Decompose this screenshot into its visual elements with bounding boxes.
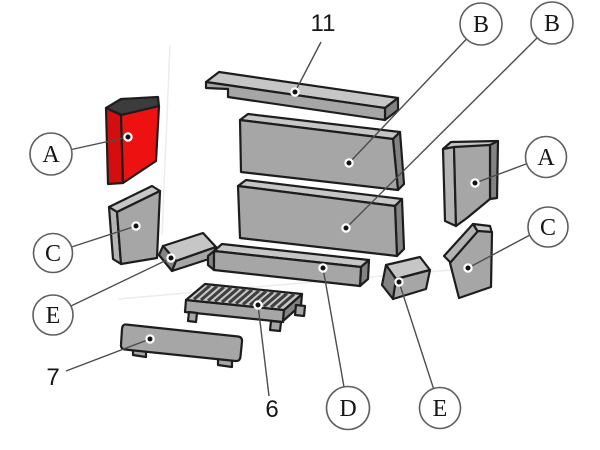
callout-label: A <box>537 145 555 171</box>
callout-circle <box>325 385 371 431</box>
leader-dot <box>394 277 404 287</box>
callout-circle <box>32 232 74 274</box>
block-front-face <box>170 245 218 273</box>
callouts: 11 B B A A C C E <box>29 1 574 431</box>
leader-dot <box>123 132 133 142</box>
callout-label: 7 <box>46 364 59 391</box>
part-grate <box>183 282 307 333</box>
leader-c-right <box>467 234 531 269</box>
callout-circle <box>524 135 568 179</box>
panel-front-face <box>236 184 399 258</box>
leader-dot <box>253 300 263 310</box>
panel-end-face <box>488 139 500 201</box>
callout-a-right: A <box>524 135 568 179</box>
callout-circle <box>418 386 462 430</box>
leader-dots <box>123 87 480 344</box>
crease-line <box>161 44 171 236</box>
callout-e-left: E <box>32 294 74 336</box>
part-ash-pan <box>119 323 244 369</box>
grate-foot <box>268 319 283 333</box>
callout-label: E <box>433 396 448 422</box>
leader-dot <box>318 263 328 273</box>
callout-circle <box>530 1 574 45</box>
grate-foot <box>293 303 307 318</box>
callout-b-upper: B <box>459 2 503 46</box>
callout-label: B <box>473 12 489 38</box>
callout-circle <box>32 294 74 336</box>
callout-label: B <box>544 11 560 37</box>
leader-a-right <box>474 163 527 184</box>
callout-label: D <box>339 396 356 422</box>
callout-label: C <box>45 241 61 267</box>
callout-e-right: E <box>418 386 462 430</box>
grate-slats <box>192 284 296 310</box>
callout-label: A <box>42 142 60 168</box>
leader-6 <box>257 304 270 397</box>
leader-d <box>322 267 345 388</box>
callout-label: E <box>46 303 61 329</box>
callout-b-lower: B <box>530 1 574 45</box>
top-beam-front-face <box>204 80 387 122</box>
panel-front-face <box>238 118 400 192</box>
part-corner-block-left <box>157 231 218 273</box>
callout-label: 6 <box>265 396 278 423</box>
part-side-panel-left-highlighted <box>104 95 161 186</box>
ash-pan-body <box>119 323 244 363</box>
callout-c-right: C <box>527 206 569 248</box>
leader-e-left <box>70 257 172 307</box>
callout-circle <box>29 132 73 176</box>
leader-dot <box>463 263 473 273</box>
red-panel-front-face <box>119 104 161 185</box>
leader-e-right <box>398 281 435 389</box>
leader-dot <box>344 158 354 168</box>
callout-label: C <box>540 215 556 241</box>
part-side-liner-right <box>442 222 494 300</box>
leader-a-left <box>71 136 129 151</box>
leader-b-lower <box>345 37 538 229</box>
part-corner-block-right <box>380 255 432 301</box>
leader-dot <box>166 253 176 263</box>
leader-dot <box>145 334 155 344</box>
callout-circle <box>527 206 569 248</box>
leader-dot <box>470 178 480 188</box>
callout-circle <box>459 2 503 46</box>
callout-7: 7 <box>46 364 59 391</box>
leader-7 <box>65 338 151 372</box>
callout-11: 11 <box>311 10 336 37</box>
callout-a-left: A <box>29 132 73 176</box>
part-back-panel-upper <box>238 112 406 192</box>
leader-lines <box>65 37 538 397</box>
part-back-panel-lower <box>236 178 406 258</box>
callout-6: 6 <box>265 396 278 423</box>
leader-dot <box>341 223 351 233</box>
part-top-beam <box>204 70 400 122</box>
leader-c-left <box>71 225 137 248</box>
leader-dot <box>290 87 300 97</box>
callout-c-left: C <box>32 232 74 274</box>
leader-b-upper <box>348 38 468 164</box>
leader-dot <box>131 221 141 231</box>
callout-label: 11 <box>311 10 336 37</box>
callout-d: D <box>325 385 371 431</box>
grate-foot <box>186 310 199 324</box>
leader-11 <box>294 41 322 93</box>
